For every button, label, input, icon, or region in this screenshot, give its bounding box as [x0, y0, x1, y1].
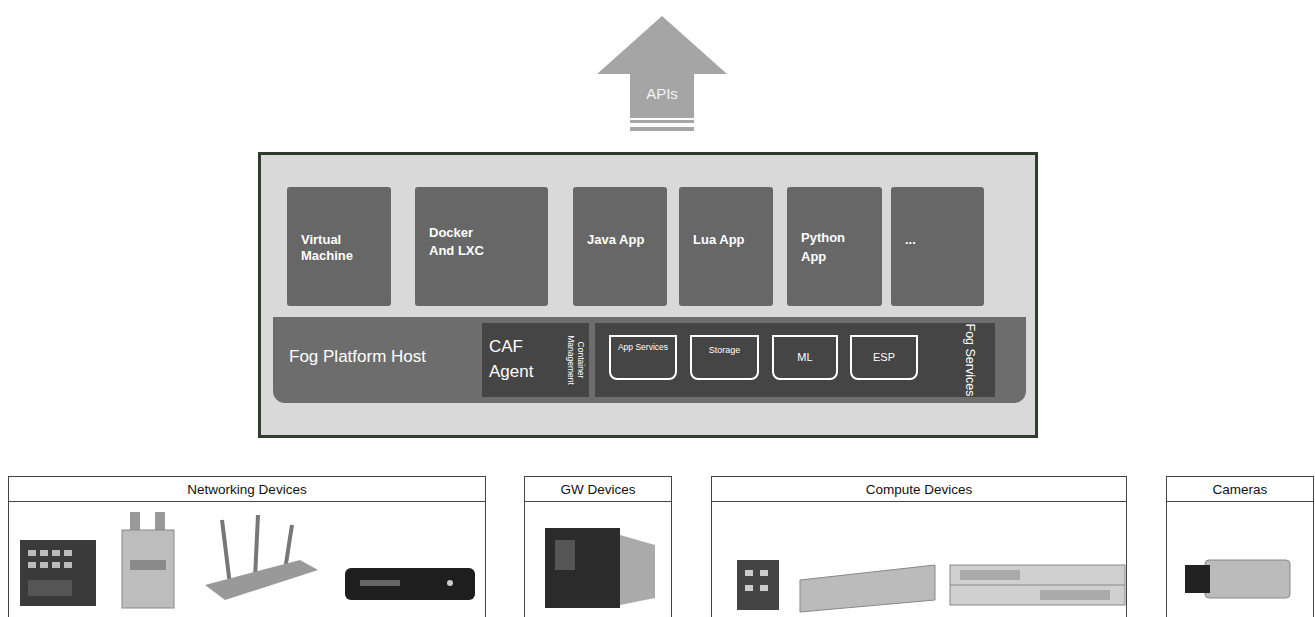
switch-icon [20, 540, 96, 606]
label-text: Fog Platform Host [289, 347, 479, 367]
arrow-outline [597, 16, 727, 118]
gateway-icon [545, 528, 655, 608]
label-text: Virtual Machine [301, 232, 381, 264]
api-stripe [630, 127, 694, 131]
label-text: Lua App [693, 232, 769, 248]
device-group: Networking Devices [8, 476, 486, 617]
fog-service-box: ML [772, 335, 838, 380]
label-text: Docker And LXC [429, 224, 487, 260]
label-text: Python App [801, 228, 863, 266]
fog-services-box: Fog Services App Services StorageML ESP [595, 323, 995, 397]
app-box: Docker And LXC [415, 187, 548, 306]
label-text: Cameras [1167, 477, 1313, 502]
app-box: Lua App [679, 187, 773, 306]
compute-icon [737, 560, 1125, 612]
device-group: Cameras [1166, 476, 1314, 617]
label-text: App Services [613, 342, 673, 352]
label-text: Storage [694, 345, 755, 356]
fog-service-box: ESP [850, 335, 918, 380]
rugged-router-icon [122, 512, 174, 608]
label-text: Container Management [566, 323, 586, 397]
label-text: CAF Agent [489, 334, 559, 384]
fog-service-box: Storage [690, 335, 759, 380]
label-text: ... [905, 232, 975, 248]
label-text: ESP [854, 351, 914, 364]
label-text: GW Devices [525, 477, 671, 502]
api-stripe [630, 120, 694, 123]
host-band: Fog Platform Host CAF Agent Container Mana… [273, 317, 1026, 403]
label-text: Java App [587, 232, 663, 248]
platform-panel: Virtual Machine Docker And LXC Java App Lua… [258, 152, 1038, 438]
app-box: Python App [787, 187, 882, 306]
router-icon [345, 568, 475, 600]
app-box: ... [891, 187, 984, 306]
app-box: Virtual Machine [287, 187, 391, 306]
label-text: APIs [630, 84, 694, 104]
label-text: ML [776, 351, 834, 364]
camera-icon [1185, 560, 1290, 598]
fog-service-box: App Services [609, 335, 677, 380]
label-text: Compute Devices [712, 477, 1126, 502]
access-point-icon [205, 515, 318, 600]
agent-box: CAF Agent Container Management [482, 323, 589, 397]
api-arrow: APIs [597, 16, 727, 118]
label-text: Fog Services [950, 323, 976, 397]
app-box: Java App [573, 187, 667, 306]
device-group: GW Devices [524, 476, 672, 617]
label-text: Networking Devices [9, 477, 485, 502]
device-group: Compute Devices [711, 476, 1127, 617]
